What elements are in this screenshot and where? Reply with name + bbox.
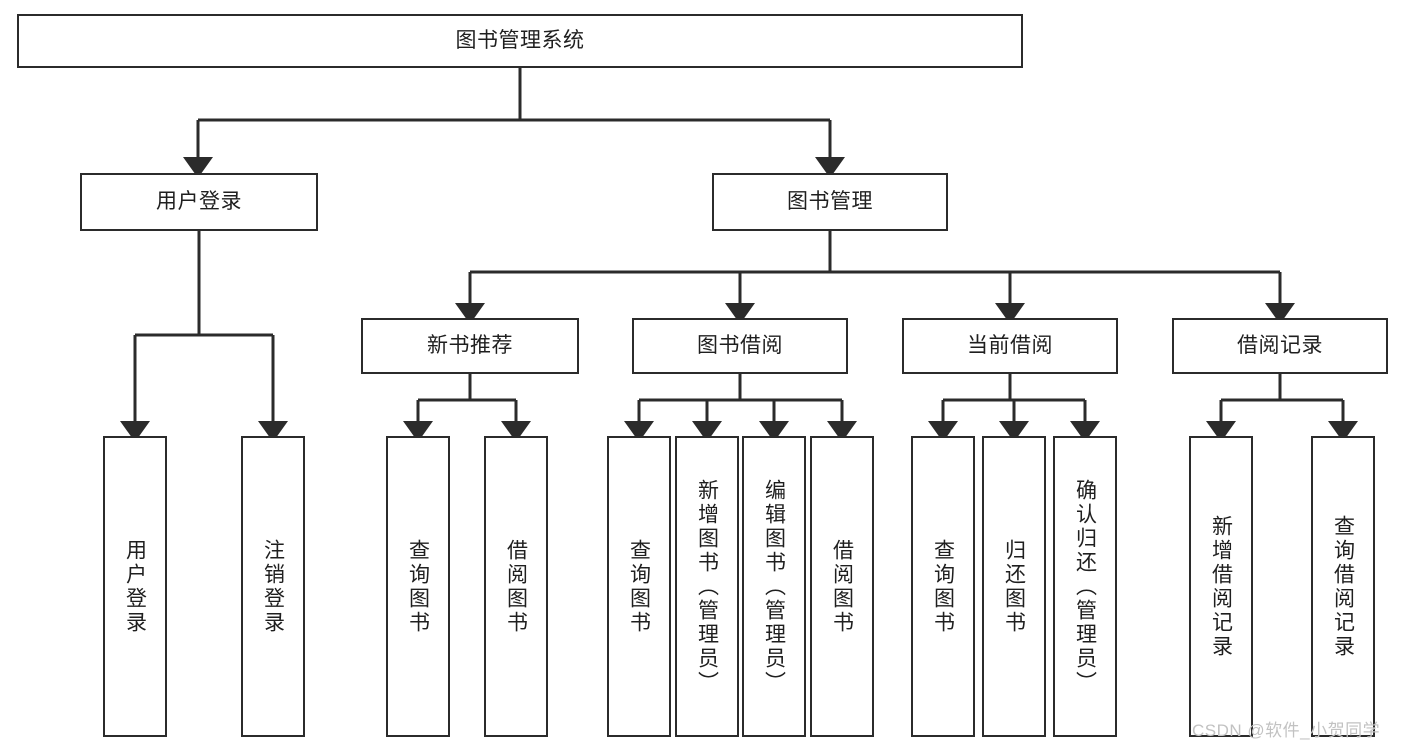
node-leaf[interactable]: 归还图书 [982,436,1046,737]
node-borrow-record-label: 借阅记录 [1237,334,1323,358]
node-root-system[interactable]: 图书管理系统 [17,14,1023,68]
node-new-book-recommend-label: 新书推荐 [427,334,513,358]
node-leaf-label: 借阅图书 [830,538,854,635]
node-leaf[interactable]: 注销登录 [241,436,305,737]
node-leaf-label: 查询图书 [931,538,955,635]
node-new-book-recommend[interactable]: 新书推荐 [361,318,579,374]
node-leaf[interactable]: 查询图书 [386,436,450,737]
node-user-login-label: 用户登录 [156,190,242,214]
node-leaf[interactable]: 借阅图书 [810,436,874,737]
node-current-borrow[interactable]: 当前借阅 [902,318,1118,374]
node-leaf-label: 新增图书（管理员） [695,478,719,695]
node-leaf[interactable]: 编辑图书（管理员） [742,436,806,737]
node-current-borrow-label: 当前借阅 [967,334,1053,358]
node-leaf[interactable]: 借阅图书 [484,436,548,737]
node-leaf[interactable]: 新增借阅记录 [1189,436,1253,737]
node-leaf[interactable]: 新增图书（管理员） [675,436,739,737]
node-leaf[interactable]: 用户登录 [103,436,167,737]
node-leaf[interactable]: 查询图书 [607,436,671,737]
node-leaf[interactable]: 确认归还（管理员） [1053,436,1117,737]
node-leaf-label: 查询借阅记录 [1331,514,1355,659]
node-leaf[interactable]: 查询借阅记录 [1311,436,1375,737]
node-root-label: 图书管理系统 [455,29,585,53]
node-leaf-label: 确认归还（管理员） [1073,478,1097,695]
node-leaf[interactable]: 查询图书 [911,436,975,737]
node-book-borrow-label: 图书借阅 [697,334,783,358]
node-book-borrow[interactable]: 图书借阅 [632,318,848,374]
node-leaf-label: 查询图书 [627,538,651,635]
node-leaf-label: 借阅图书 [504,538,528,635]
node-leaf-label: 用户登录 [123,538,147,635]
node-leaf-label: 查询图书 [406,538,430,635]
node-user-login[interactable]: 用户登录 [80,173,318,231]
csdn-watermark: CSDN @软件_小贺同学 [1192,721,1381,740]
node-book-management[interactable]: 图书管理 [712,173,948,231]
node-leaf-label: 编辑图书（管理员） [762,478,786,695]
node-leaf-label: 归还图书 [1002,538,1026,635]
node-leaf-label: 新增借阅记录 [1209,514,1233,659]
node-borrow-record[interactable]: 借阅记录 [1172,318,1388,374]
node-leaf-label: 注销登录 [261,538,285,635]
node-book-management-label: 图书管理 [787,190,873,214]
